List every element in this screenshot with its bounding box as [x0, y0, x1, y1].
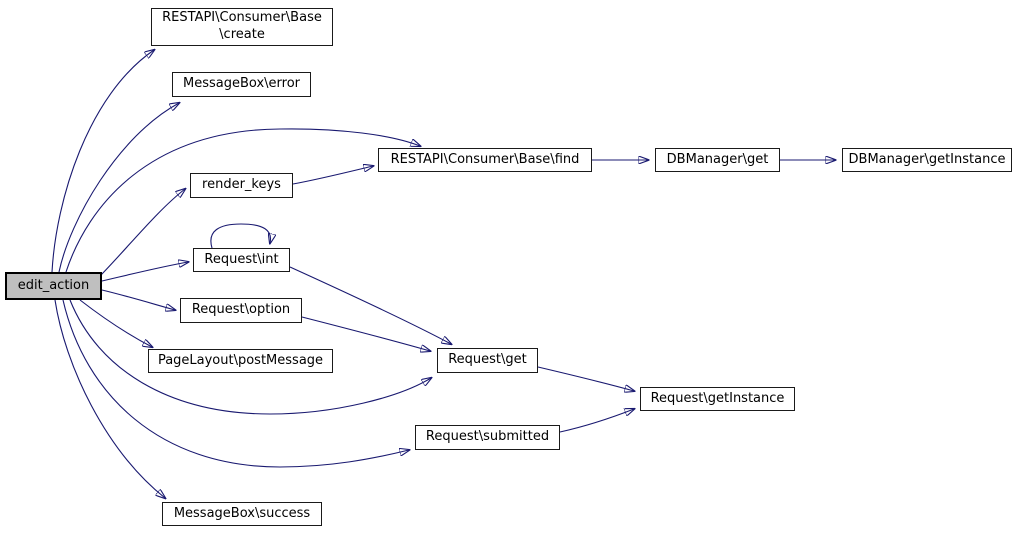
node-label: \create — [219, 27, 265, 42]
node-dbmanager-getinstance[interactable]: DBManager\getInstance — [842, 148, 1012, 172]
node-label: edit_action — [17, 277, 90, 293]
edge-request-option-to-request-get — [301, 316, 430, 351]
edge-edit-action-to-request-get — [69, 299, 431, 415]
edge-render-keys-to-find — [292, 166, 373, 185]
edge-edit-action-to-request-int — [101, 262, 188, 282]
edge-request-int-self-loop — [210, 223, 271, 249]
node-messagebox-error[interactable]: MessageBox\error — [172, 72, 311, 97]
node-dbmanager-get[interactable]: DBManager\get — [655, 148, 780, 172]
node-label: RESTAPI\Consumer\Base — [162, 10, 322, 26]
edge-edit-action-to-create — [51, 50, 154, 273]
edge-request-get-to-request-getinstance — [537, 366, 634, 391]
node-label: DBManager\get — [666, 151, 769, 167]
node-label: PageLayout\postMessage — [157, 352, 324, 368]
node-label: MessageBox\error — [183, 76, 300, 92]
node-request-int[interactable]: Request\int — [193, 248, 290, 272]
node-render-keys[interactable]: render_keys — [190, 173, 293, 198]
edge-edit-action-to-render-keys — [100, 189, 185, 276]
node-label: render_keys — [202, 177, 281, 193]
node-restapi-consumer-base-create[interactable]: RESTAPI\Consumer\Base \create — [151, 8, 333, 46]
node-label: Request\get — [448, 352, 527, 368]
node-request-get[interactable]: Request\get — [437, 348, 538, 373]
node-edit-action: edit_action — [5, 272, 102, 300]
edge-edit-action-to-request-submitted — [62, 299, 409, 468]
node-request-option[interactable]: Request\option — [180, 298, 302, 323]
node-label: RESTAPI\Consumer\Base\find — [390, 151, 580, 167]
node-label: Request\int — [204, 251, 279, 267]
node-label: Request\submitted — [425, 429, 550, 445]
node-request-submitted[interactable]: Request\submitted — [415, 425, 560, 450]
node-label: MessageBox\success — [173, 505, 311, 521]
node-request-getinstance[interactable]: Request\getInstance — [640, 387, 795, 411]
node-label: Request\option — [191, 302, 291, 318]
edge-edit-action-to-messagebox-error — [58, 103, 179, 273]
edge-edit-action-to-find — [65, 128, 420, 273]
edge-request-submitted-to-request-getinstance — [559, 409, 634, 433]
node-label: Request\getInstance — [650, 390, 785, 406]
edge-edit-action-to-pagelayout-postmessage — [79, 299, 152, 347]
node-label: DBManager\getInstance — [848, 151, 1006, 167]
node-pagelayout-postmessage[interactable]: PageLayout\postMessage — [148, 349, 333, 373]
edge-edit-action-to-messagebox-success — [54, 299, 165, 498]
node-messagebox-success[interactable]: MessageBox\success — [162, 502, 322, 526]
edge-request-int-to-request-get — [289, 266, 451, 344]
edge-edit-action-to-request-option — [101, 289, 175, 310]
node-restapi-consumer-base-find[interactable]: RESTAPI\Consumer\Base\find — [378, 148, 592, 172]
